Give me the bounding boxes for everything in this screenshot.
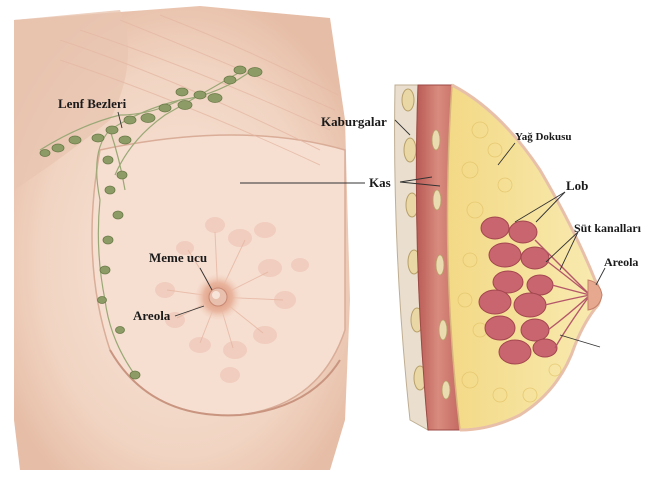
leader-areola-right (596, 268, 605, 285)
label-ribs: Kaburgalar (321, 114, 387, 129)
label-fat-tissue: Yağ Dokusu (515, 131, 572, 143)
label-muscle: Kas (369, 175, 391, 190)
label-lymph-nodes: Lenf Bezleri (58, 96, 127, 111)
external-breast-illustration (14, 6, 350, 470)
label-areola-left: Areola (133, 308, 171, 323)
label-milk-ducts: Süt kanalları (574, 221, 642, 235)
label-areola-right: Areola (604, 255, 638, 269)
nipple-cross-section (588, 280, 602, 310)
label-lobe: Lob (566, 178, 588, 193)
label-nipple: Meme ucu (149, 250, 207, 265)
nipple-highlight (212, 291, 220, 299)
